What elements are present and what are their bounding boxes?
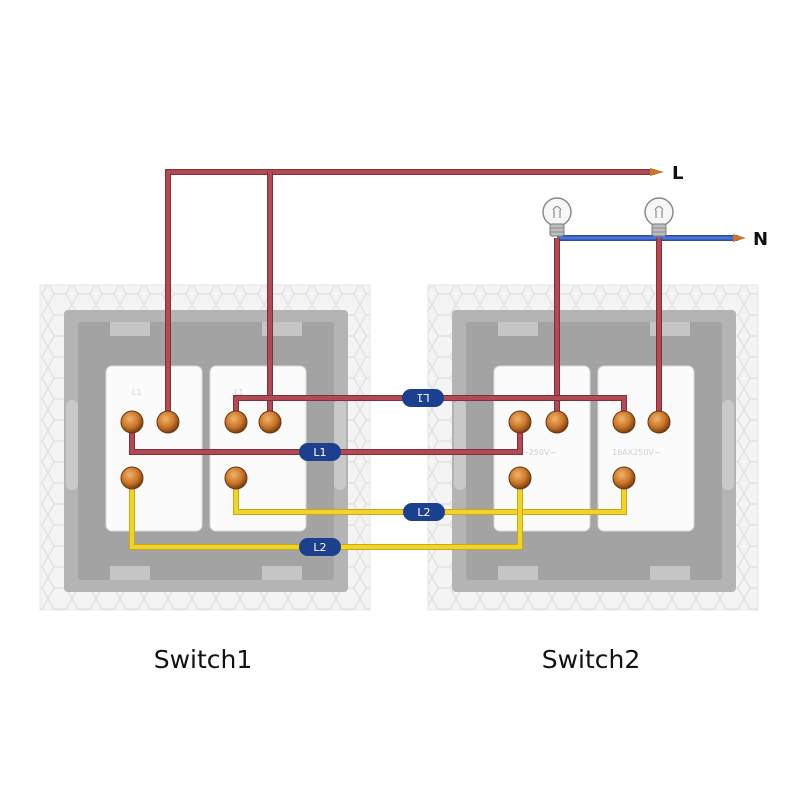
switch2-screws — [508, 410, 671, 490]
module-contact-print: L1 — [132, 388, 142, 397]
switch1-caption: Switch1 — [154, 645, 253, 674]
wire-label-l2-lower: L2 — [313, 541, 326, 554]
module-rating-print: ~250V~ — [522, 448, 556, 457]
neutral-terminal-label: N — [753, 229, 768, 250]
light-bulb-icon — [542, 197, 572, 237]
switch1-screws — [120, 410, 282, 490]
wire-label-l1-top: L1 — [416, 391, 429, 404]
wire-badge-l1-mid: L1 — [299, 443, 341, 461]
switch2-caption: Switch2 — [542, 645, 641, 674]
switch1-module-right: L1 — [209, 365, 307, 532]
light-bulb-icon — [644, 197, 674, 237]
switch2-module-right: 16AX250V~ — [597, 365, 695, 532]
wire-label-l1-mid: L1 — [313, 446, 326, 459]
wire-badge-l2-upper: L2 — [403, 503, 445, 521]
line-terminal-label: L — [672, 163, 683, 184]
live-terminal-tip — [650, 168, 664, 176]
switch2-module-left: ~250V~ — [493, 365, 591, 532]
switch1-module-left: L1 — [105, 365, 203, 532]
wire-label-l2-upper: L2 — [417, 506, 430, 519]
module-rating-print: 16AX250V~ — [612, 448, 661, 457]
wire-badge-l1-top: L1 — [402, 389, 444, 407]
wire-badge-l2-lower: L2 — [299, 538, 341, 556]
switch2-plate — [427, 284, 759, 611]
module-contact-print: L1 — [234, 388, 244, 397]
neutral-terminal-tip — [733, 234, 746, 242]
